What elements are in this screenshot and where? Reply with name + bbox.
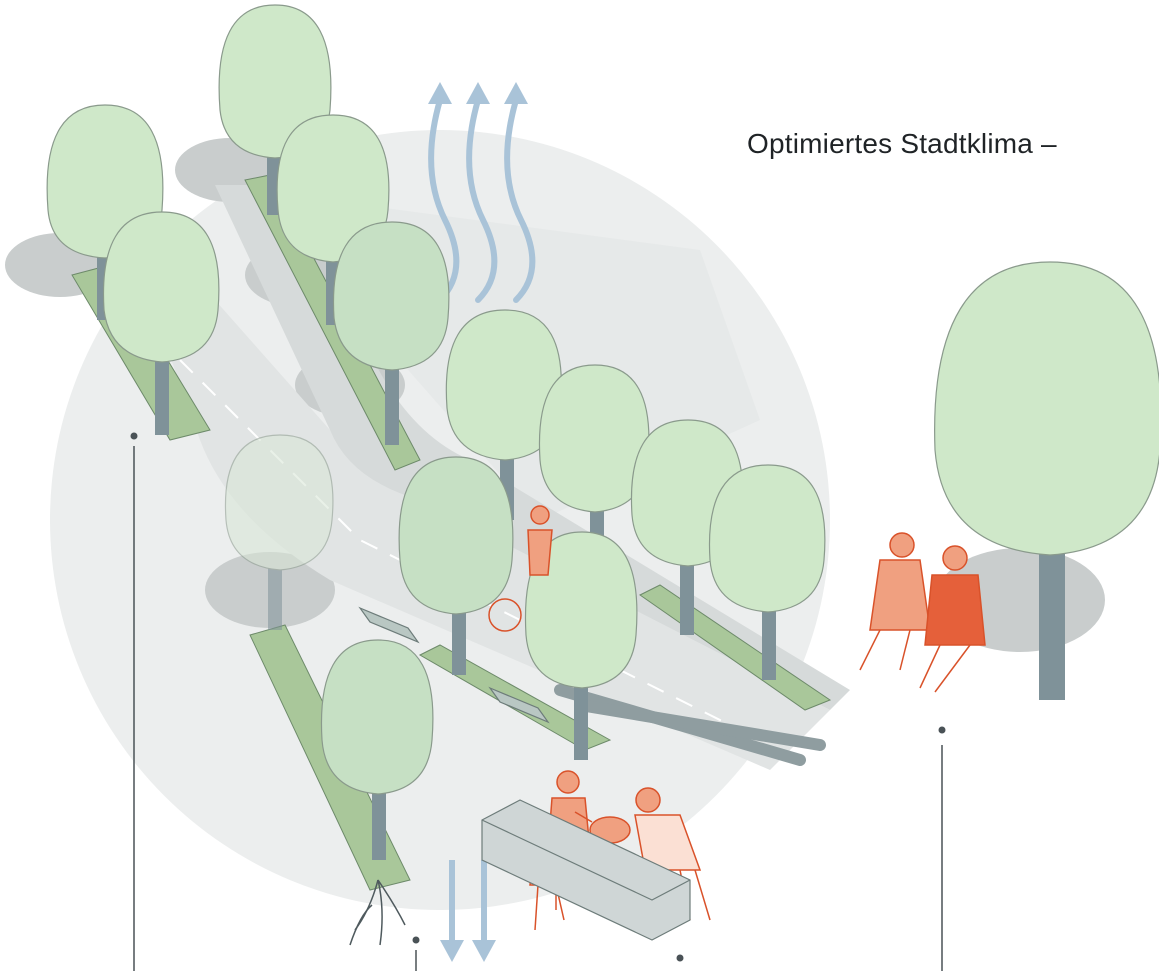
tree-icon	[224, 434, 334, 630]
tree-icon	[934, 261, 1159, 700]
person-elderly-man	[859, 532, 931, 671]
pipe-icon	[554, 684, 826, 766]
person-woman	[634, 787, 711, 921]
person-elderly-woman	[919, 545, 986, 693]
tree-icon	[332, 221, 450, 445]
roots-icon	[349, 879, 406, 946]
tree-icon	[102, 211, 220, 435]
trees	[46, 4, 1159, 860]
tree-icon	[398, 456, 514, 675]
arrow-heads-up	[428, 82, 528, 104]
diagram-title: Optimiertes Stadtklima –	[747, 128, 1057, 159]
arrow-down-icon	[440, 860, 496, 962]
person-cyclist	[488, 505, 553, 632]
bench-icon	[358, 606, 550, 724]
tree-icon	[320, 639, 434, 860]
arrow-up-icon	[428, 97, 536, 303]
tree-icon	[708, 464, 826, 680]
water-trough	[481, 799, 691, 941]
leader-lines	[130, 432, 946, 971]
